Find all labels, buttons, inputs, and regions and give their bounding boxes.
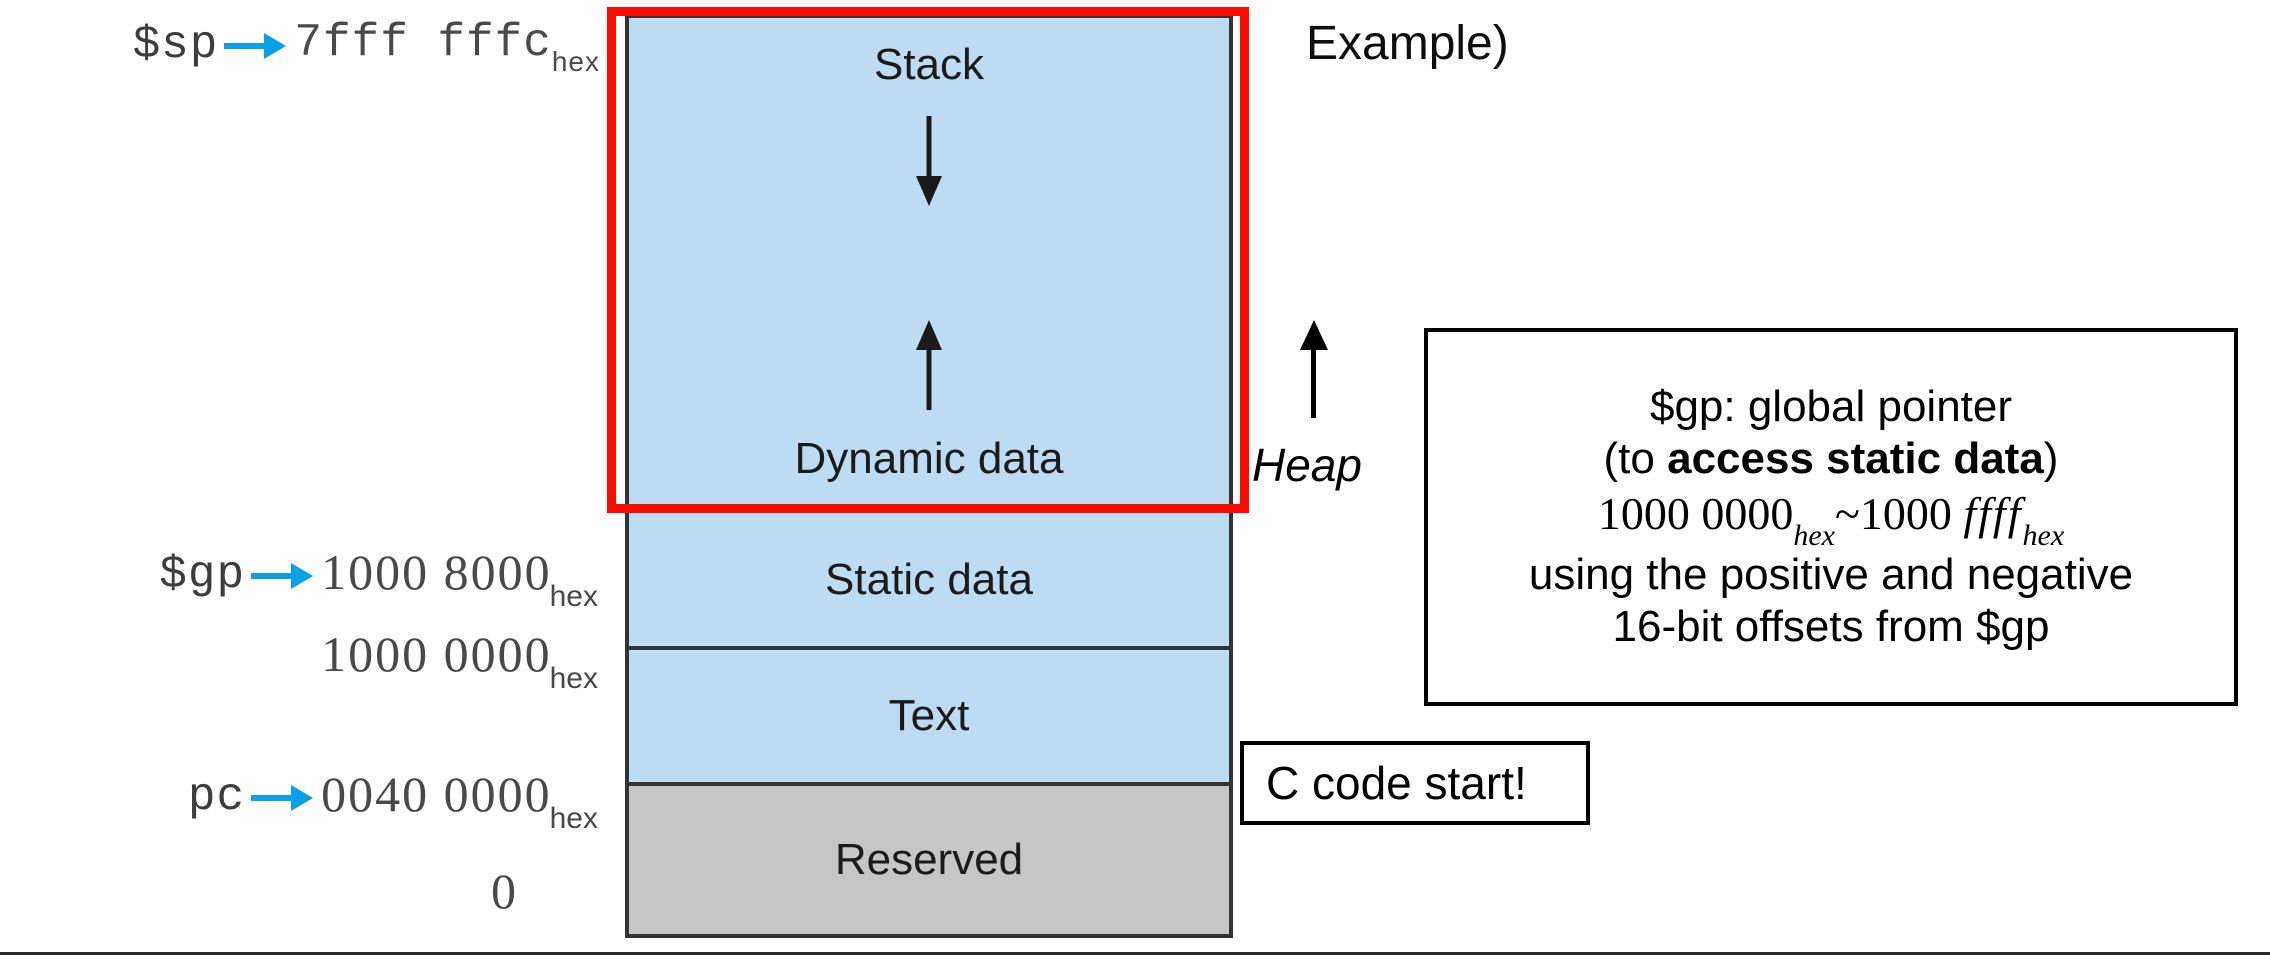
- gp-callout-box: $gp: global pointer (to access static da…: [1424, 328, 2238, 706]
- register-name-pc: pc: [187, 771, 246, 823]
- pointer-arrow-icon-pc: [251, 784, 314, 811]
- pointer-arrow-icon-sp: [224, 32, 287, 59]
- address-value-pc: 0040 0000hex: [321, 765, 598, 835]
- segment-label-dynamic-data: Dynamic data: [794, 434, 1064, 483]
- heap-label: Heap: [1252, 439, 1362, 491]
- c-code-start-note-box: C code start!: [1240, 741, 1590, 825]
- address-label-sp: $sp 7fff fffchex: [0, 10, 600, 80]
- segment-label-reserved: Reserved: [834, 835, 1024, 884]
- segment-label-text: Text: [888, 691, 970, 740]
- memory-segment-stack-dynamic: Stack Dynamic data: [629, 18, 1229, 510]
- address-label-zero: 0: [0, 856, 518, 926]
- register-name-sp: $sp: [132, 19, 219, 71]
- segment-label-stack: Stack: [873, 40, 985, 89]
- memory-layout-diagram: Stack Dynamic data Static data Text Rese…: [625, 14, 1233, 938]
- memory-segment-reserved: Reserved: [629, 786, 1229, 934]
- segment-label-static-data: Static data: [825, 555, 1033, 604]
- address-label-pc: pc 0040 0000hex: [0, 762, 600, 835]
- dynamic-grows-up-arrow-icon: [916, 320, 942, 410]
- address-value-static-base: 1000 0000hex: [321, 625, 598, 695]
- address-value-sp: 7fff fffchex: [294, 17, 600, 77]
- example-label: Example): [1306, 17, 1509, 70]
- gp-callout-line-4: using the positive and negative: [1528, 549, 2134, 599]
- c-code-start-label: C code start!: [1266, 757, 1527, 809]
- address-label-gp: $gp 1000 8000hex: [0, 540, 600, 613]
- pointer-arrow-icon-gp: [251, 562, 314, 589]
- heap-grows-up-arrow-icon: [1300, 320, 1328, 418]
- gp-callout-line-2: (to access static data): [1603, 434, 2059, 484]
- stack-grows-down-arrow-icon: [916, 116, 942, 206]
- address-value-gp: 1000 8000hex: [321, 543, 598, 613]
- address-value-zero: 0: [491, 863, 518, 919]
- register-name-gp: $gp: [159, 549, 246, 601]
- memory-segment-static-data: Static data: [629, 514, 1229, 650]
- gp-callout-line-1: $gp: global pointer: [1649, 382, 2013, 432]
- address-label-static-base: 1000 0000hex: [0, 622, 600, 695]
- memory-segment-text: Text: [629, 650, 1229, 786]
- gp-callout-bold-phrase: access static data: [1667, 434, 2044, 484]
- gp-callout-line-5: 16-bit offsets from $gp: [1612, 601, 2050, 651]
- bottom-divider: [0, 952, 2270, 955]
- gp-callout-address-range: 1000 0000hex~1000 ffffhex: [1597, 488, 2065, 553]
